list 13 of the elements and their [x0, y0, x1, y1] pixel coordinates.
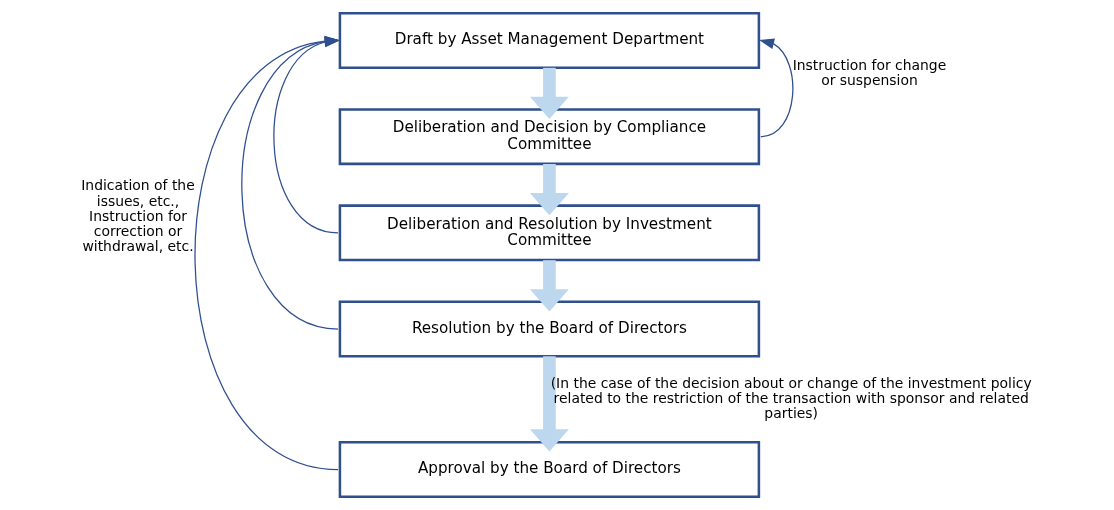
- node-box: Deliberation and Decision by Compliance Committee: [338, 108, 761, 166]
- arrow: [758, 38, 794, 138]
- node-box: Deliberation and Resolution by Investment Committee: [338, 204, 761, 262]
- arrow: [529, 67, 569, 120]
- arrow: [529, 356, 569, 452]
- edge-label: (In the case of the decision about or change of the investment policy related to the restriction of the transaction with sponsor and related parties): [550, 374, 1032, 422]
- arrow: [529, 164, 569, 216]
- node-box: Resolution by the Board of Directors: [338, 300, 761, 358]
- node-box: Approval by the Board of Directors: [338, 441, 761, 499]
- edge-label: Indication of the issues, etc., Instruction for correction or withdrawal, etc.: [81, 177, 195, 255]
- node-box: Draft by Asset Management Department: [338, 11, 761, 69]
- arrow: [529, 260, 569, 312]
- edge-label: Instruction for change or suspension: [792, 56, 947, 88]
